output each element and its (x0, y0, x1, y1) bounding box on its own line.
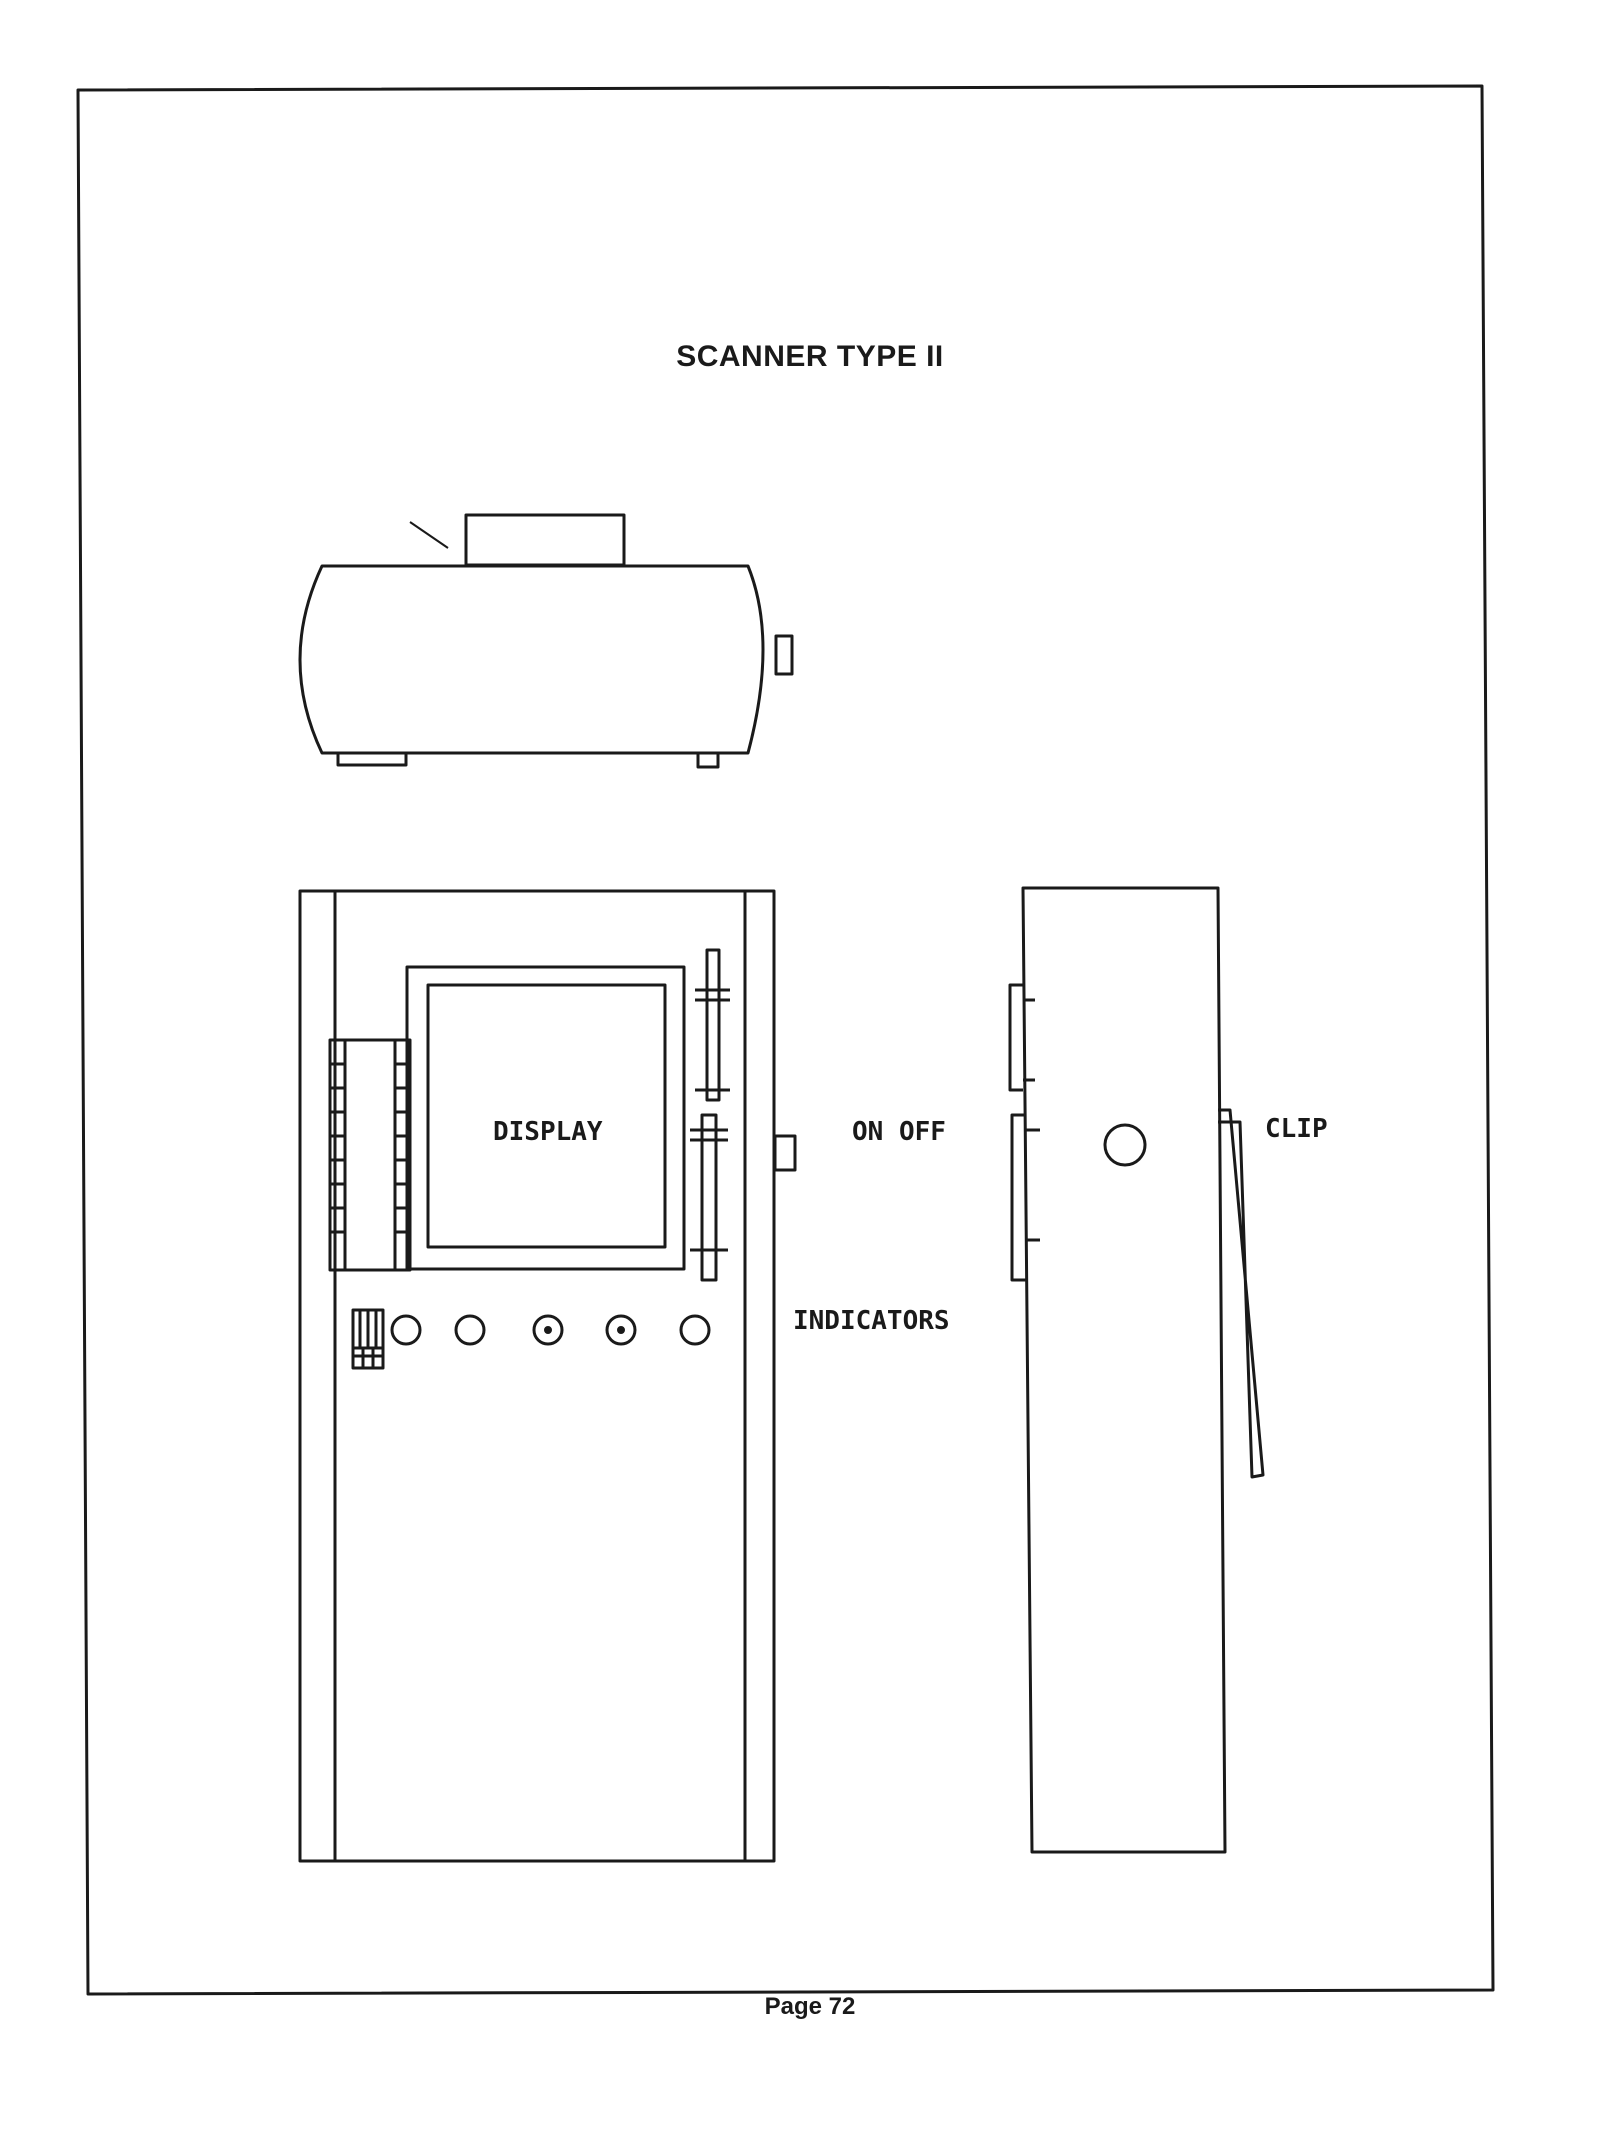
label-on-off: ON OFF (852, 1117, 946, 1147)
indicator-light (679, 1314, 711, 1346)
label-display: DISPLAY (493, 1117, 603, 1147)
label-indicators: INDICATORS (793, 1306, 950, 1336)
page-title: SCANNER TYPE II (676, 340, 944, 373)
top-view-body (298, 564, 765, 755)
top-view-foot-left (336, 751, 408, 767)
on-off-switch[interactable] (773, 1134, 797, 1172)
display-inner-screen (426, 983, 667, 1249)
side-bracket-lower (1010, 1113, 1040, 1282)
indicator-light (605, 1314, 637, 1346)
rod-upper (695, 948, 730, 1102)
indicator-light (390, 1314, 422, 1346)
rod-lower (690, 1113, 728, 1282)
indicator-light (454, 1314, 486, 1346)
side-button[interactable] (1103, 1123, 1147, 1167)
label-clip: CLIP (1265, 1114, 1328, 1144)
page-number: Page 72 (764, 1993, 856, 2020)
top-view (298, 513, 794, 769)
top-view-knob (464, 513, 626, 567)
indicator-row (390, 1314, 711, 1346)
leader-line (409, 521, 449, 549)
indicator-light (532, 1314, 564, 1346)
side-bracket-upper (1008, 983, 1035, 1092)
top-view-side-tab (774, 634, 794, 676)
page-border (76, 84, 1495, 1996)
side-scale (328, 1038, 412, 1272)
side-view (1008, 886, 1265, 1854)
display-outer-frame (405, 965, 686, 1271)
front-view (298, 889, 797, 1863)
keypad-icon (351, 1308, 385, 1370)
side-body (1021, 886, 1227, 1854)
top-view-foot-right (696, 751, 720, 769)
front-outer-body (298, 889, 776, 1863)
belt-clip (1218, 1108, 1265, 1479)
